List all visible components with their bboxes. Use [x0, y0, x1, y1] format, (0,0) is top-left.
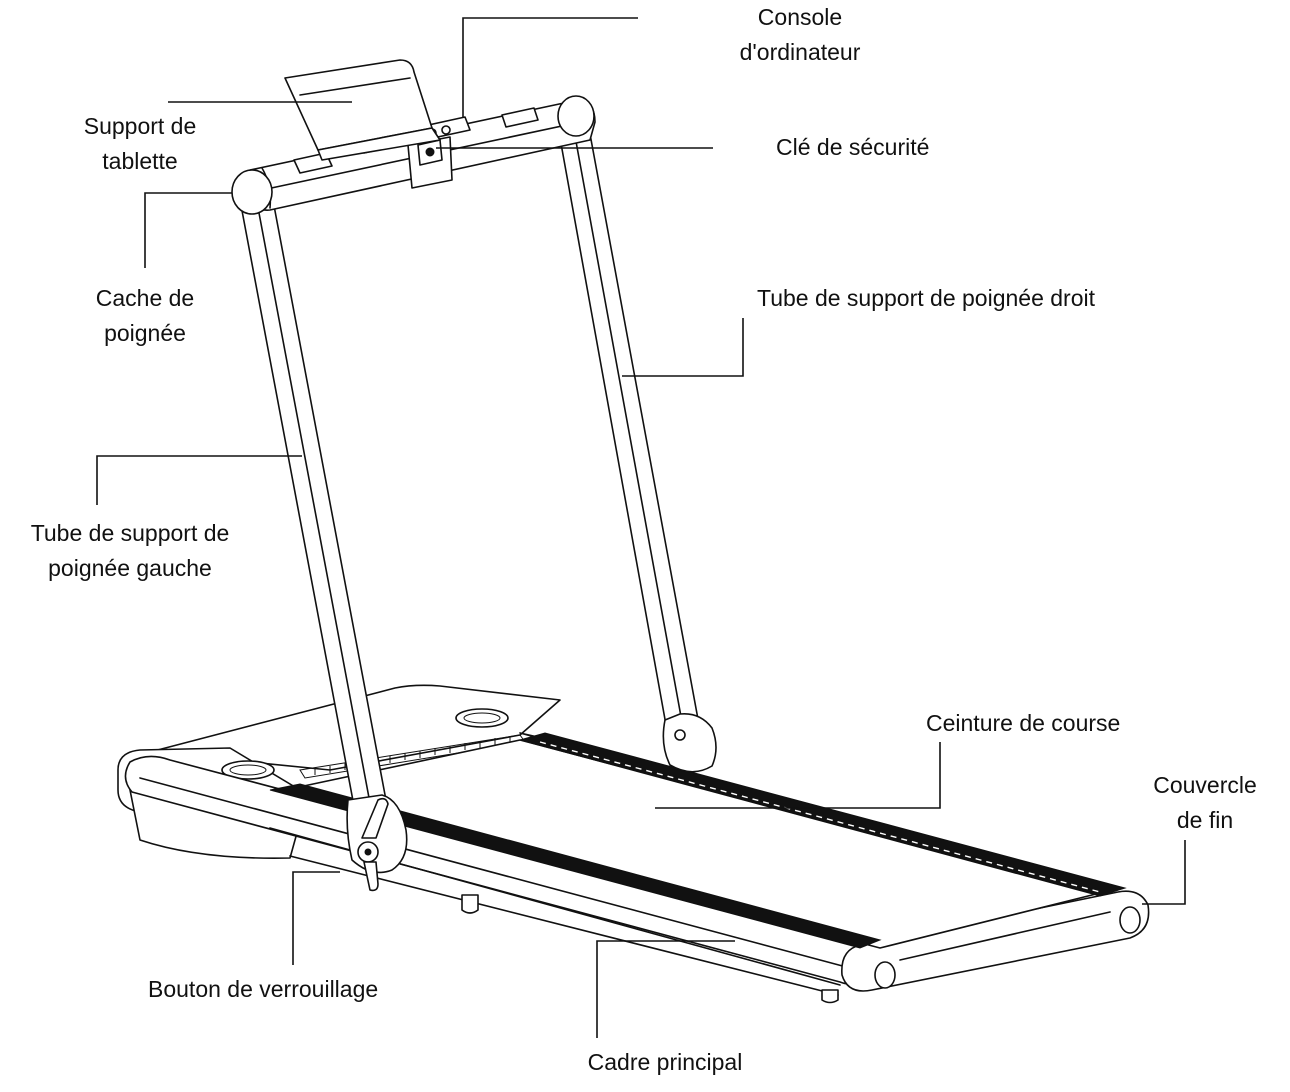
leader-main-frame [596, 940, 735, 1038]
right-upright-drawing [559, 133, 717, 773]
label-running-belt: Ceinture de course [926, 710, 1121, 736]
leader-running-belt [655, 742, 941, 809]
label-tablet-holder: Support de tablette [83, 113, 197, 174]
leader-handle-cap [144, 192, 232, 268]
leader-right-tube [622, 318, 744, 377]
label-lock-knob: Bouton de verrouillage [148, 976, 379, 1002]
leader-lines [96, 17, 1186, 1038]
handlebar-drawing [231, 59, 596, 215]
label-handle-cap: Cache de poignée [95, 285, 195, 346]
leader-lock-knob [292, 871, 340, 965]
leader-console [462, 17, 638, 118]
label-end-cover: Couvercle de fin [1153, 772, 1257, 833]
label-console: Console d'ordinateur [739, 4, 861, 65]
running-belt-drawing [269, 732, 1127, 949]
leader-left-tube [96, 455, 302, 505]
label-main-frame: Cadre principal [587, 1049, 743, 1075]
label-left-handle-tube: Tube de support de poignée gauche [30, 520, 230, 581]
label-right-handle-tube: Tube de support de poignée droit [757, 285, 1096, 311]
label-safety-key: Clé de sécurité [776, 134, 930, 160]
leader-end-cover [1142, 840, 1186, 905]
